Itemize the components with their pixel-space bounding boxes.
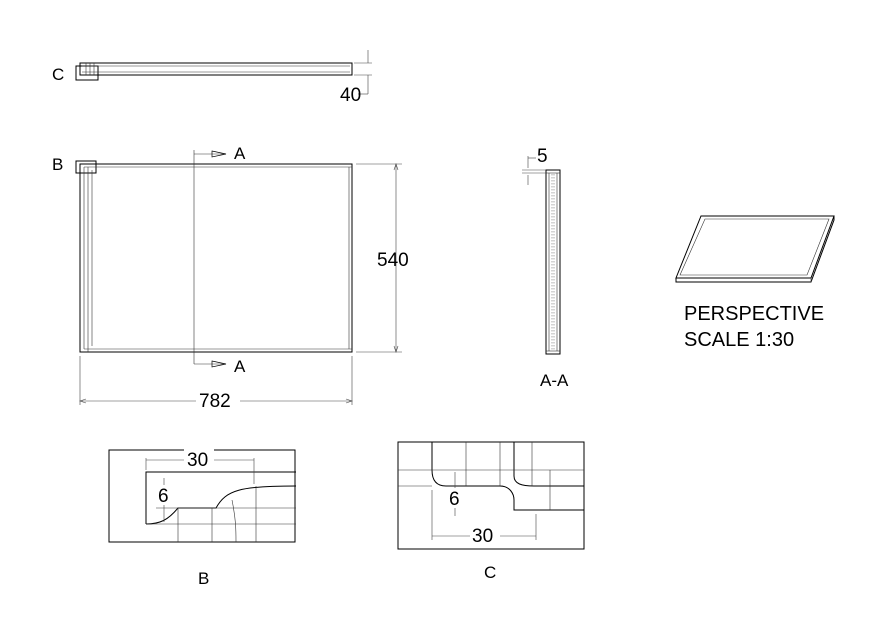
front-view-height-dim: 540: [377, 250, 409, 271]
detail-c-marker: [75, 65, 99, 81]
section-marker-bottom: A: [234, 357, 246, 376]
detail-b-depth-dim: 6: [158, 486, 169, 507]
top-view-label: C: [52, 65, 64, 84]
section-outline: [545, 169, 561, 355]
detail-b: 30 6 B: [108, 449, 297, 588]
section-view: 5 A-A: [522, 146, 569, 390]
front-view-label: B: [52, 155, 63, 174]
perspective-view: PERSPECTIVE SCALE 1:30: [675, 215, 835, 351]
top-view-outline: [79, 62, 353, 76]
section-view-label: A-A: [540, 371, 569, 390]
perspective-title: PERSPECTIVE: [684, 303, 824, 325]
detail-c-width-dim: 30: [472, 526, 493, 547]
detail-c-depth-dim: 6: [449, 489, 460, 510]
detail-c-frame: [397, 441, 585, 550]
top-view: C 40: [52, 50, 372, 106]
detail-b-width-dim: 30: [187, 450, 208, 471]
detail-c-label: C: [484, 563, 496, 582]
detail-c: 30 6 C: [397, 441, 585, 582]
perspective-scale: SCALE 1:30: [684, 329, 794, 351]
top-view-thickness-dim: 40: [340, 85, 361, 106]
front-view-outline: [79, 163, 353, 353]
detail-b-label: B: [198, 569, 209, 588]
front-view-width-dim: 782: [199, 391, 231, 412]
section-marker-top: A: [234, 144, 246, 163]
section-dim: 5: [537, 146, 548, 167]
front-view: B A A 540 782: [52, 144, 409, 412]
perspective-top-face: [675, 215, 835, 279]
